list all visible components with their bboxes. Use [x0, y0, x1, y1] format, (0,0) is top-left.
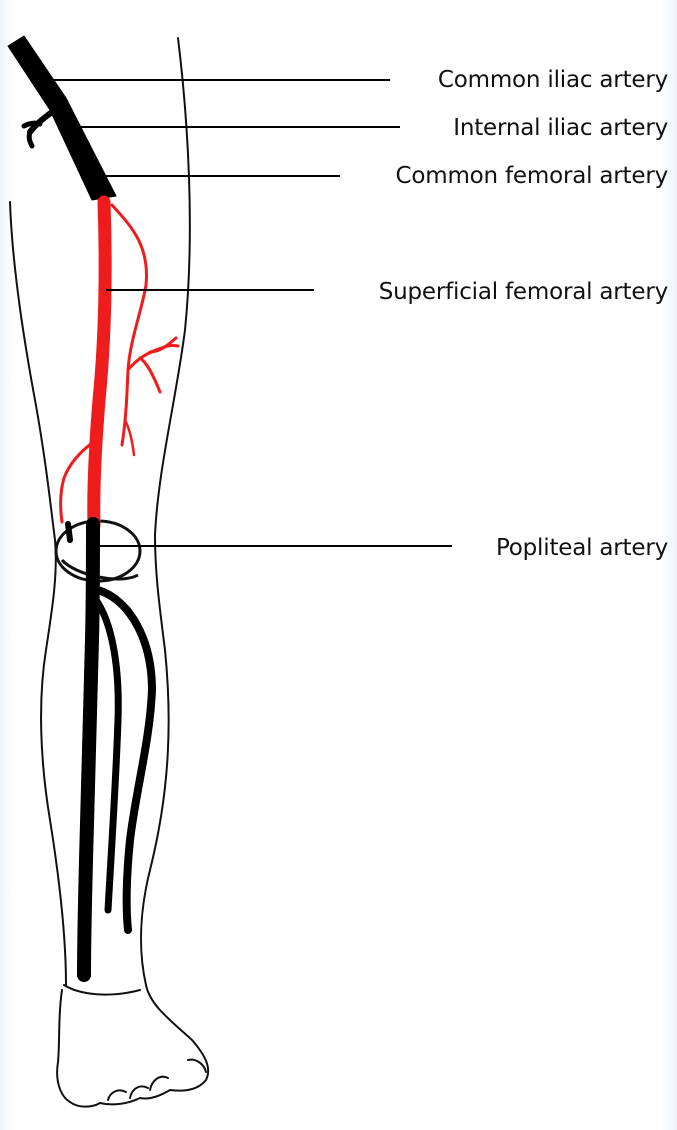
common-iliac-artery-vessel [8, 36, 116, 200]
label-superficial-femoral-artery: Superficial femoral artery [379, 281, 668, 304]
label-common-femoral-artery: Common femoral artery [396, 165, 668, 188]
label-common-iliac-artery: Common iliac artery [438, 69, 668, 92]
lower-leg-arteries [68, 524, 152, 975]
superficial-femoral-artery-vessel [94, 202, 105, 525]
label-popliteal-artery: Popliteal artery [496, 537, 668, 560]
label-internal-iliac-artery: Internal iliac artery [453, 117, 668, 140]
iliac-arteries [8, 36, 116, 200]
popliteal-artery-vessel [84, 524, 93, 975]
leg-outline-inner [10, 202, 66, 985]
